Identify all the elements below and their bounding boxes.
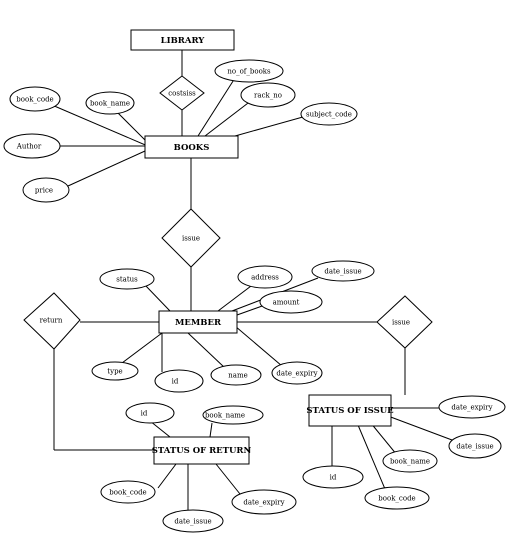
svg-text:amount: amount xyxy=(273,299,300,307)
attr-member-status: status xyxy=(99,268,155,290)
svg-text:date_expiry: date_expiry xyxy=(276,370,317,378)
attr-status-issue-date-expiry: date_expiry xyxy=(438,395,506,419)
relationship-issue-books-member: issue xyxy=(161,208,221,268)
svg-text:book_code: book_code xyxy=(378,495,415,503)
attr-member-type: type xyxy=(91,361,139,381)
svg-text:date_issue: date_issue xyxy=(324,268,361,276)
attr-rack-no: rack_no xyxy=(240,82,296,108)
attr-member-date-issue: date_issue xyxy=(311,260,375,282)
svg-text:id: id xyxy=(172,378,179,386)
svg-text:book_name: book_name xyxy=(390,458,430,466)
relationship-issue-member-status: issue xyxy=(376,295,433,349)
relationship-label: issue xyxy=(182,235,200,243)
svg-text:rack_no: rack_no xyxy=(254,92,282,100)
entity-label: STATUS OF RETURN xyxy=(152,446,252,456)
svg-text:book_code: book_code xyxy=(109,489,146,497)
svg-text:Author: Author xyxy=(16,143,42,151)
entity-label: STATUS OF ISSUE xyxy=(306,406,394,416)
svg-text:date_issue: date_issue xyxy=(174,518,211,526)
attr-member-address: address xyxy=(237,265,293,289)
entity-library: LIBRARY xyxy=(130,29,235,51)
relationship-label: costsiss xyxy=(168,90,196,98)
attr-author: Author xyxy=(3,133,61,159)
attr-price: price xyxy=(22,177,70,203)
attr-book-name: book_name xyxy=(85,91,135,115)
entity-label: LIBRARY xyxy=(161,36,206,46)
attr-member-name: name xyxy=(210,364,262,386)
attr-status-return-book-name: book_name xyxy=(202,405,264,425)
entity-status-of-return: STATUS OF RETURN xyxy=(152,436,252,465)
svg-text:address: address xyxy=(251,274,279,282)
relationship-label: return xyxy=(40,317,63,325)
svg-text:subject_code: subject_code xyxy=(306,111,352,119)
svg-text:name: name xyxy=(228,372,247,380)
entity-books: BOOKS xyxy=(144,135,239,159)
attr-no-of-books: no_of_books xyxy=(214,59,284,83)
attr-status-return-id: id xyxy=(125,402,175,424)
relationship-label: issue xyxy=(392,319,410,327)
attr-status-return-date-expiry: date_expiry xyxy=(231,489,297,515)
relationship-return: return xyxy=(23,292,81,350)
attr-status-issue-book-name: book_name xyxy=(382,449,438,473)
attr-book-code: book_code xyxy=(9,86,61,112)
svg-text:date_expiry: date_expiry xyxy=(243,499,284,507)
attr-status-issue-date-issue: date_issue xyxy=(448,433,502,459)
svg-text:status: status xyxy=(116,276,138,284)
attr-status-return-book-code: book_code xyxy=(100,480,156,504)
entity-label: MEMBER xyxy=(175,318,222,328)
svg-text:id: id xyxy=(141,410,148,418)
attr-subject-code: subject_code xyxy=(300,102,358,126)
entity-member: MEMBER xyxy=(158,310,238,334)
svg-text:type: type xyxy=(107,368,122,376)
svg-text:date_expiry: date_expiry xyxy=(451,404,492,412)
svg-text:book_code: book_code xyxy=(16,96,53,104)
attr-status-issue-book-code: book_code xyxy=(364,486,430,510)
svg-text:date_issue: date_issue xyxy=(456,443,493,451)
svg-text:no_of_books: no_of_books xyxy=(227,68,271,76)
relationship-costsiss: costsiss xyxy=(159,75,205,111)
entity-status-of-issue: STATUS OF ISSUE xyxy=(306,394,394,427)
entity-label: BOOKS xyxy=(174,143,210,153)
attr-status-issue-id: id xyxy=(302,465,364,489)
svg-text:book_name: book_name xyxy=(90,100,130,108)
svg-text:book_name: book_name xyxy=(205,412,245,420)
attr-member-date-expiry: date_expiry xyxy=(271,361,323,385)
svg-text:id: id xyxy=(330,474,337,482)
svg-text:price: price xyxy=(35,187,53,195)
attr-status-return-date-issue: date_issue xyxy=(162,509,224,533)
attr-member-amount: amount xyxy=(259,290,323,314)
attr-member-id: id xyxy=(154,369,204,393)
